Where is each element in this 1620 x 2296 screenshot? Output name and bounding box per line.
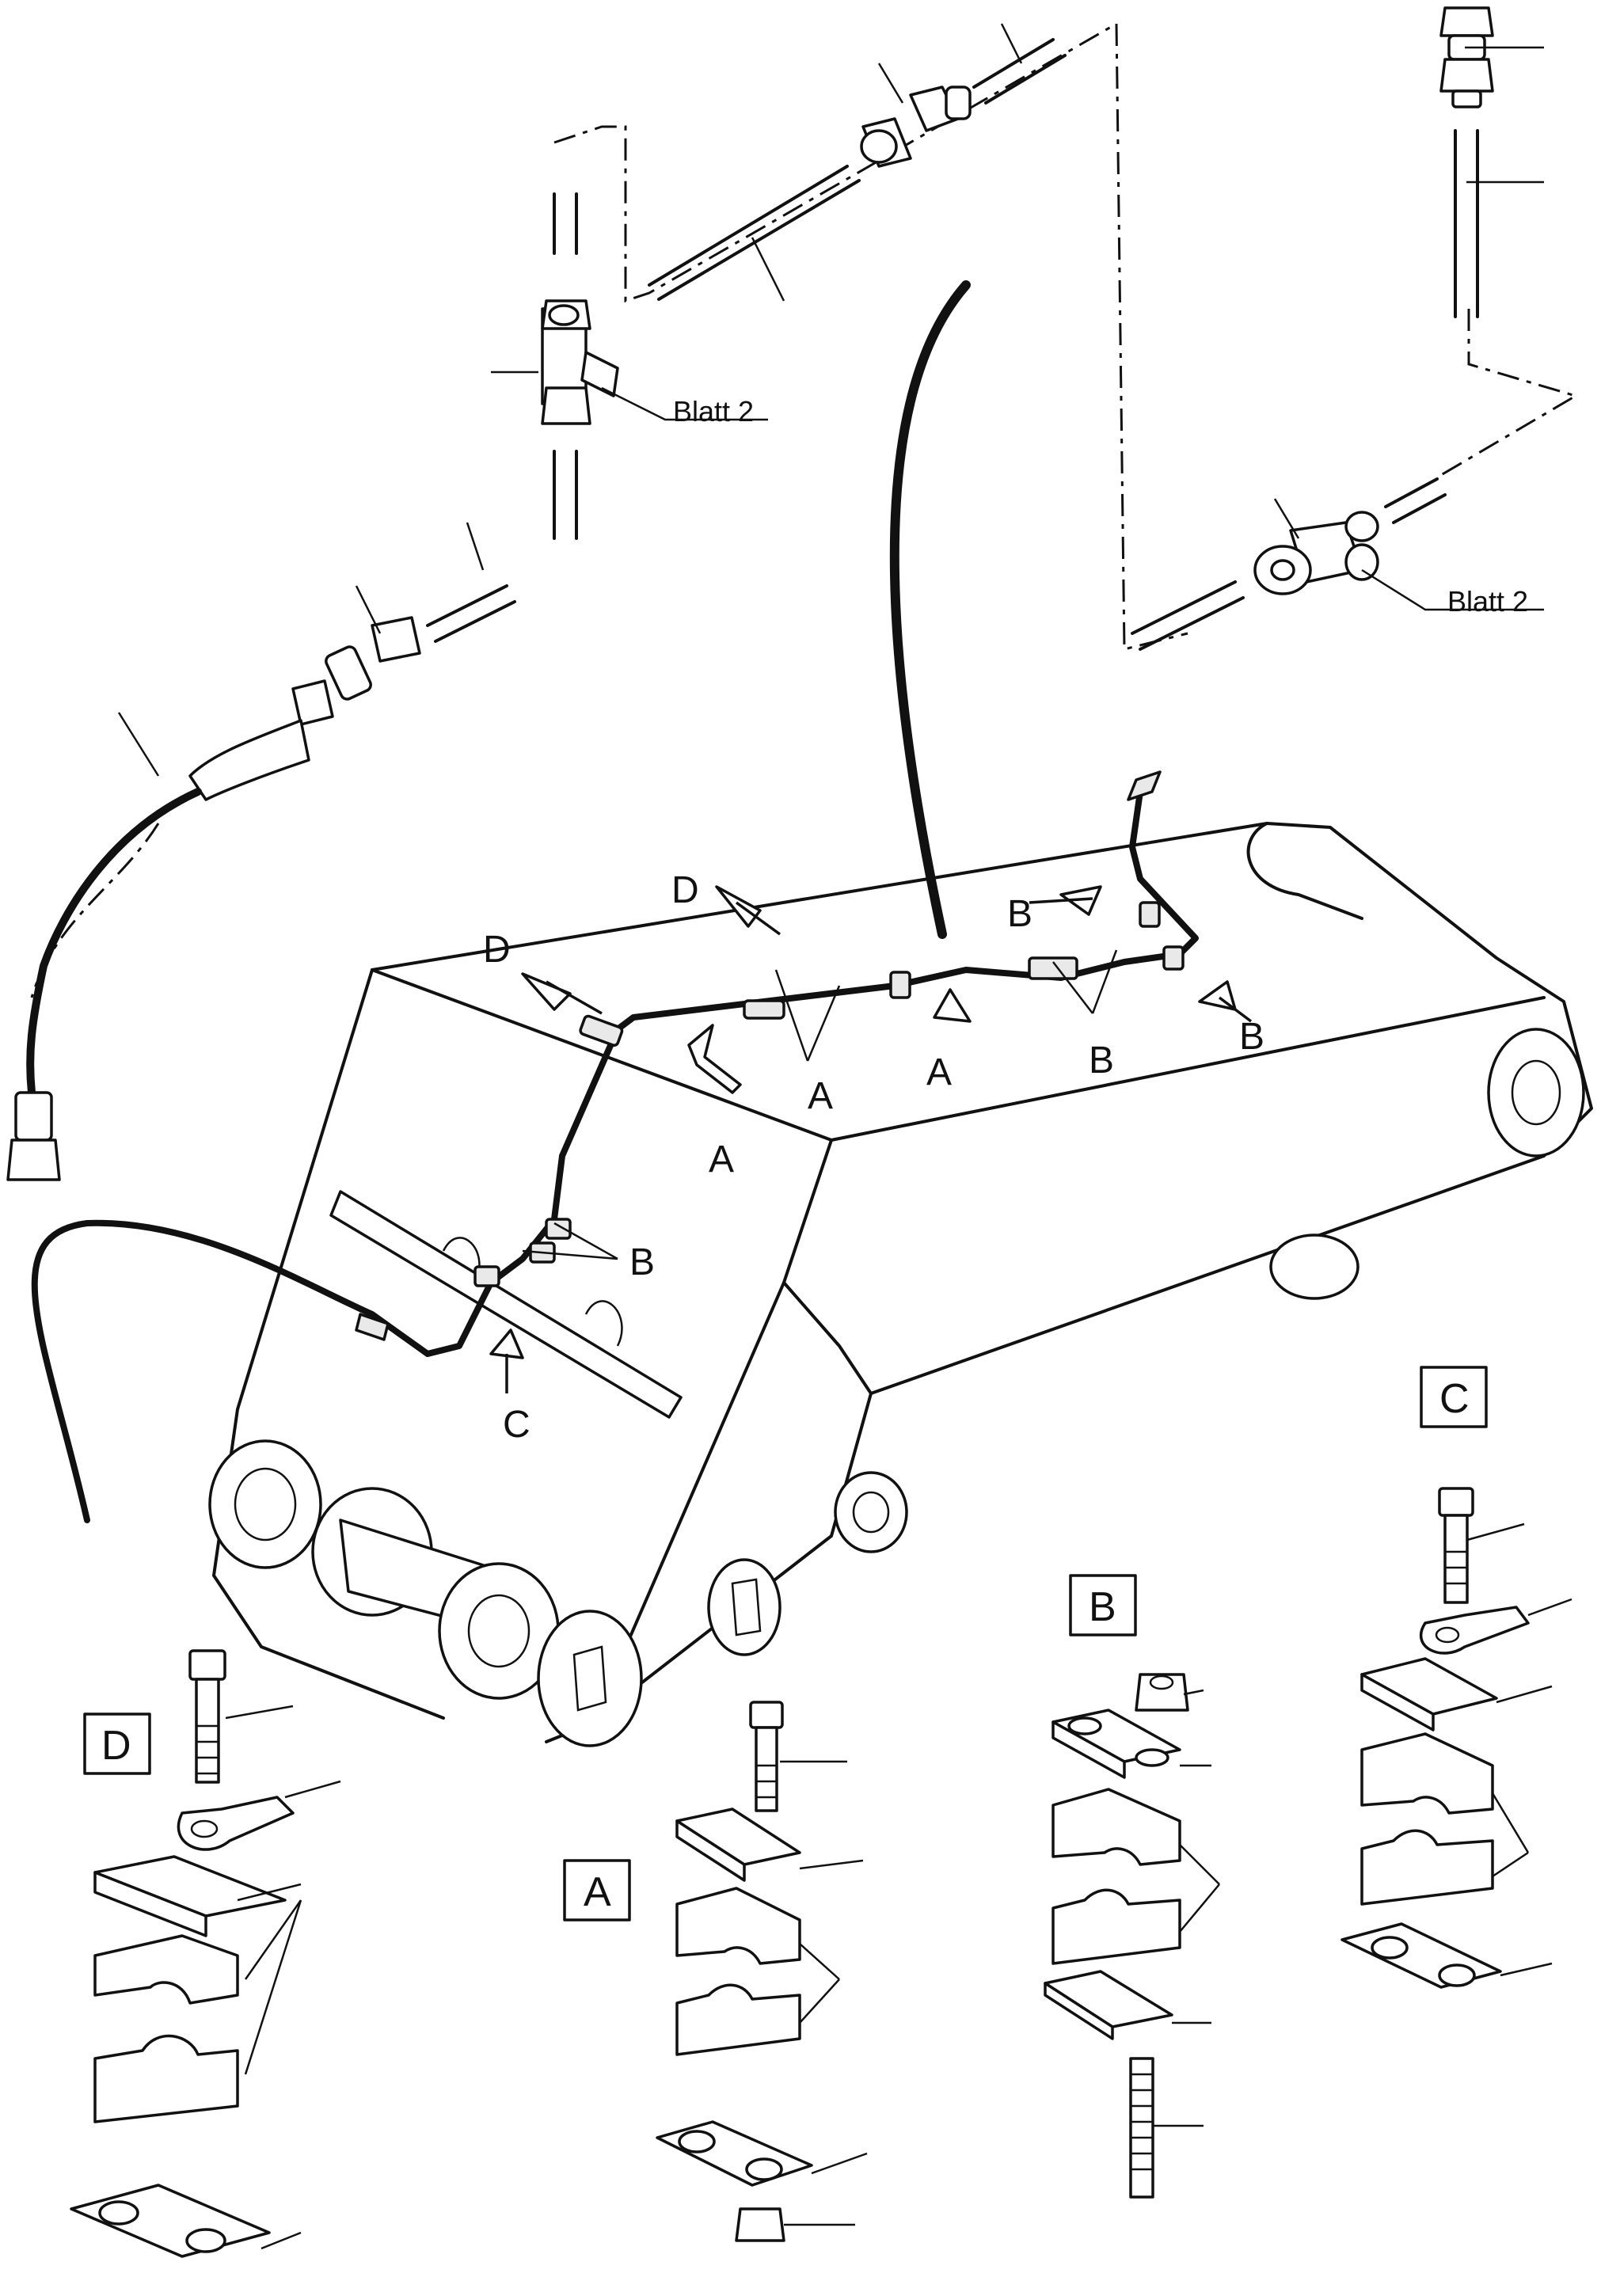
callout-label-b: B	[1007, 893, 1032, 935]
detail-C	[1340, 1487, 1572, 1989]
boom-arm	[208, 822, 1593, 1747]
upper-fittings	[6, 6, 1579, 1181]
callout-label-d: D	[483, 929, 511, 971]
callout-label-a: A	[808, 1075, 833, 1117]
detail-label-b: B	[1089, 1584, 1116, 1630]
detail-A	[656, 1701, 868, 2242]
leader-lines	[117, 23, 1544, 777]
detail-label-c: C	[1439, 1376, 1470, 1422]
boom-hydraulic-line	[31, 770, 1199, 1523]
detail-label-a: A	[584, 1869, 611, 1915]
callout-label-b: B	[1089, 1040, 1114, 1081]
callout-label-d: D	[671, 869, 699, 911]
sheet-ref-left: Blatt 2	[673, 395, 754, 428]
callout-label-b: B	[629, 1241, 655, 1283]
detail-label-d: D	[101, 1723, 131, 1769]
sheet-ref-right: Blatt 2	[1447, 585, 1528, 618]
detail-B	[1044, 1673, 1220, 2199]
callout-label-a: A	[926, 1051, 952, 1093]
callout-arrows	[489, 885, 1253, 1393]
detail-D	[70, 1649, 341, 2258]
callout-label-b: B	[1239, 1016, 1264, 1058]
callout-label-c: C	[503, 1404, 530, 1446]
callout-label-a: A	[709, 1138, 734, 1180]
detail-view-labels: A B C D	[83, 1366, 1488, 1922]
callout-labels: A A A B B B B C D D	[483, 869, 1264, 1446]
sheet-reference-labels: Blatt 2 Blatt 2	[673, 395, 1528, 618]
